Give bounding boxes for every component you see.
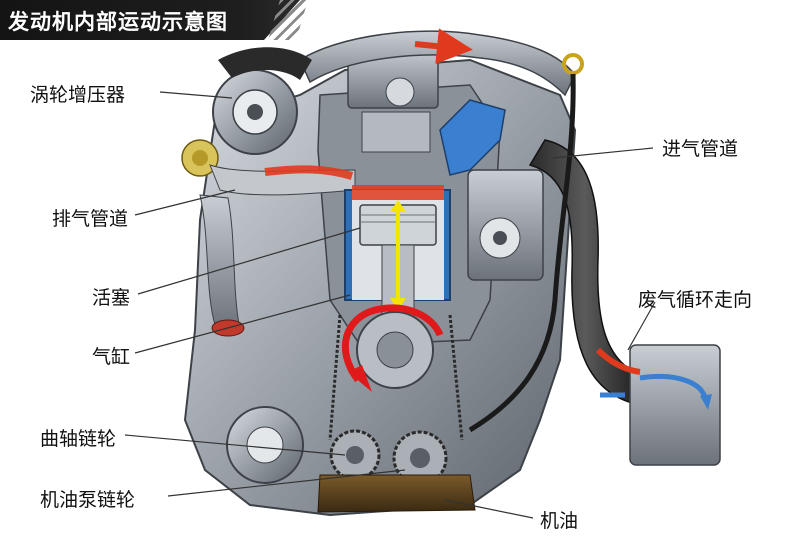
label-turbocharger: 涡轮增压器 <box>30 84 126 106</box>
dipstick <box>468 53 584 433</box>
label-leaders <box>124 91 656 519</box>
label-cylinder: 气缸 <box>92 346 131 368</box>
label-crank-sprocket: 曲轴链轮 <box>40 428 117 450</box>
timing-chain <box>328 314 464 486</box>
intake-flow-arrow-top <box>414 28 473 65</box>
oil-pump-sprocket <box>392 430 448 486</box>
label-intake-pipe: 进气管道 <box>662 138 739 160</box>
crank-rotation-arrow <box>341 304 444 383</box>
crankshaft <box>341 304 444 392</box>
injection-pump <box>467 169 544 281</box>
label-piston: 活塞 <box>92 287 131 309</box>
turbocharger <box>181 47 312 177</box>
egr-flow-arrow <box>595 347 641 375</box>
title-banner <box>0 0 300 40</box>
egr-cooler <box>595 344 721 466</box>
oil-pan <box>317 474 476 513</box>
intake-manifold <box>439 99 506 176</box>
timing-cover <box>226 406 304 484</box>
page-title: 发动机内部运动示意图 <box>8 10 228 34</box>
charge-pipe <box>299 30 576 97</box>
crank-sprocket <box>329 429 381 481</box>
label-egr-flow: 废气循环走向 <box>638 289 753 311</box>
label-exhaust-pipe: 排气管道 <box>52 208 129 230</box>
piston <box>359 200 437 336</box>
label-engine-oil: 机油 <box>540 510 579 532</box>
label-oil-pump-sprocket: 机油泵链轮 <box>40 489 136 511</box>
exhaust-pipe <box>199 164 356 337</box>
